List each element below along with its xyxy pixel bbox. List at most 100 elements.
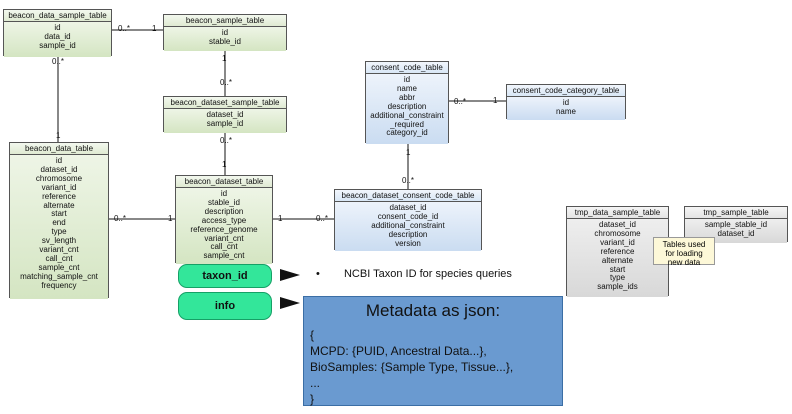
table-field: variant_id [41,182,77,192]
table-field: variant_cnt [39,245,79,255]
table-field: id [54,23,61,32]
metadata-line: BioSamples: {Sample Type, Tissue...}, [310,360,514,374]
taxon-bullet: • NCBI Taxon ID for species queries [316,268,512,280]
card-c13: 1 [493,96,498,105]
card-c10: 0..* [114,214,127,223]
table-field: call_cnt [45,253,73,263]
table-field: id [221,28,229,37]
card-c3: 1 [222,54,227,63]
table-field: name [396,83,417,93]
table-title: consent_code_table [366,62,448,74]
table-field: alternate [601,255,634,265]
table-title: tmp_sample_table [685,207,787,219]
table-title: beacon_dataset_table [176,176,272,188]
table-field: additional_constraint [370,110,444,120]
table-field: description [387,101,427,111]
table-field: dataset_id [717,228,755,238]
table-field: alternate [43,200,75,210]
table-title: beacon_data_sample_table [4,10,111,22]
metadata-line: } [310,392,315,406]
table-field: _required [390,119,424,129]
table-field: frequency [41,280,77,290]
table-field: sample_id [206,118,244,128]
table-field: description [388,229,428,239]
table-field: end [52,218,66,228]
info-pill[interactable]: info [178,292,272,320]
table-field: variant_id [600,237,635,247]
card-c2: 1 [152,24,157,33]
table-field: id [55,156,63,165]
table-field: dataset_id [389,203,427,212]
taxon-id-pill[interactable]: taxon_id [178,264,272,288]
table-field: access_type [201,215,247,225]
table-field: matching_sample_cnt [20,271,98,281]
card-c6: 1 [56,131,61,140]
table-title: tmp_data_sample_table [567,207,668,219]
taxon-description: NCBI Taxon ID for species queries [343,268,512,280]
table-field: additional_constraint [371,220,445,230]
card-c8: 1 [222,160,227,169]
table-field: sample_id [39,40,76,50]
card-c9: 1 [168,214,173,223]
table-field: sample_cnt [203,251,245,261]
table-field: reference [600,246,635,256]
table-field: data_id [44,31,71,41]
card-c15: 0..* [402,176,415,185]
card-c1: 0..* [118,24,131,33]
metadata-line: { [310,328,315,342]
bullet-glyph: • [316,268,320,280]
table-field: call_cnt [210,242,238,252]
table-field: chromosome [594,228,641,238]
table-title: beacon_sample_table [164,15,286,27]
card-c12: 1 [278,214,283,223]
note-line: for loading [665,249,703,258]
table-field: type [609,273,626,283]
table-field: dataset_id [40,164,78,174]
metadata-json-box: Metadata as json: { MCPD: {PUID, Ancestr… [303,296,563,406]
table-field: type [51,227,67,237]
card-c14: 0..* [454,97,467,106]
card-c7: 0..* [220,136,233,145]
metadata-title: Metadata as json: [365,301,501,320]
table-field: dataset_id [599,220,636,229]
table-field: dataset_id [206,110,244,119]
table-title: consent_code_category_table [507,85,625,97]
card-c16: 1 [406,148,411,157]
table-title: beacon_dataset_consent_code_table [335,190,481,202]
table-field: reference_genome [190,224,258,234]
note-line: new data [667,258,701,267]
table-field: description [204,206,244,216]
card-c11: 0..* [316,214,329,223]
table-field: id [403,75,411,84]
table-field: sv_length [41,236,77,246]
metadata-line: MCPD: {PUID, Ancestral Data...}, [310,344,487,358]
card-c5: 0..* [52,57,65,66]
table-field: id [220,189,228,198]
arrow-taxon [280,269,300,281]
table-field: stable_id [207,197,241,207]
table-field: id [562,98,570,107]
table-field: category_id [386,128,428,138]
table-field: name [555,106,576,116]
table-title: beacon_dataset_sample_table [164,97,286,109]
card-c4: 0..* [220,78,233,87]
table-field: abbr [398,92,415,102]
